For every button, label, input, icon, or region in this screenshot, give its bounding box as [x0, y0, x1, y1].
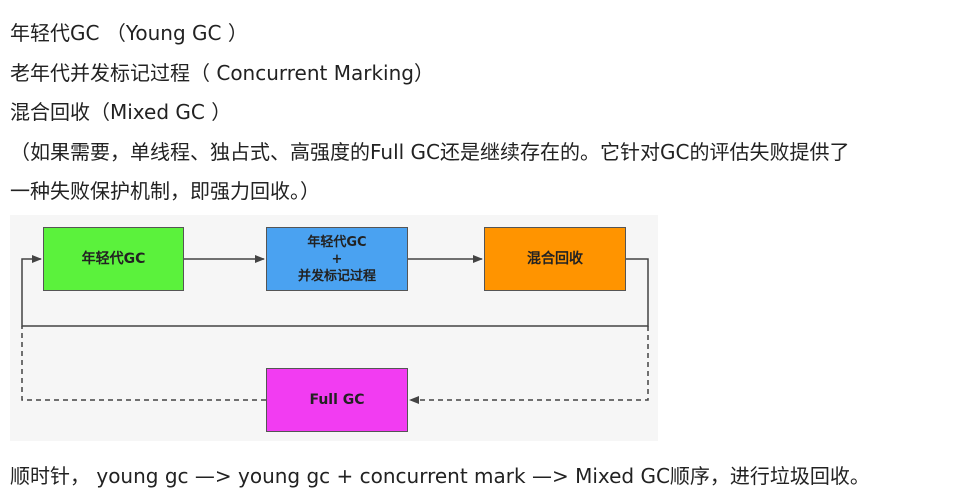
text-full-gc-note-line1: （如果需要，单线程、独占式、高强度的Full GC还是继续存在的。它针对GC的评…	[10, 140, 850, 164]
text-clockwise-summary: 顺时针， young gc —> young gc + concurrent m…	[10, 464, 870, 488]
node-full-gc-label: Full GC	[309, 392, 365, 408]
node-concurrent-plus: +	[331, 251, 343, 267]
node-full-gc: Full GC	[266, 368, 408, 432]
node-mixed-gc-label: 混合回收	[527, 251, 583, 267]
diagram-connectors	[21, 255, 649, 404]
edge-mixed-to-full-dashed	[409, 326, 649, 404]
gc-cycle-diagram: 年轻代GC 年轻代GC + 并发标记过程 混合回收 Full GC	[10, 215, 658, 441]
node-concurrent-label-line1: 年轻代GC	[307, 234, 367, 250]
node-young-gc: 年轻代GC	[43, 227, 184, 291]
node-young-gc-plus-concurrent-marking: 年轻代GC + 并发标记过程	[266, 227, 408, 291]
node-concurrent-label-line2: 并发标记过程	[297, 268, 376, 284]
text-young-gc-line: 年轻代GC （Young GC ）	[10, 21, 248, 45]
text-concurrent-marking-line: 老年代并发标记过程（ Concurrent Marking）	[10, 61, 434, 85]
text-full-gc-note-line2: 一种失败保护机制，即强力回收。）	[10, 179, 320, 203]
node-young-gc-label: 年轻代GC	[81, 251, 146, 267]
text-mixed-gc-line: 混合回收（Mixed GC ）	[10, 100, 232, 124]
edge-full-to-young-dashed	[21, 326, 266, 401]
node-mixed-gc: 混合回收	[484, 227, 626, 291]
edge-mixed-to-young-loop	[21, 255, 649, 327]
